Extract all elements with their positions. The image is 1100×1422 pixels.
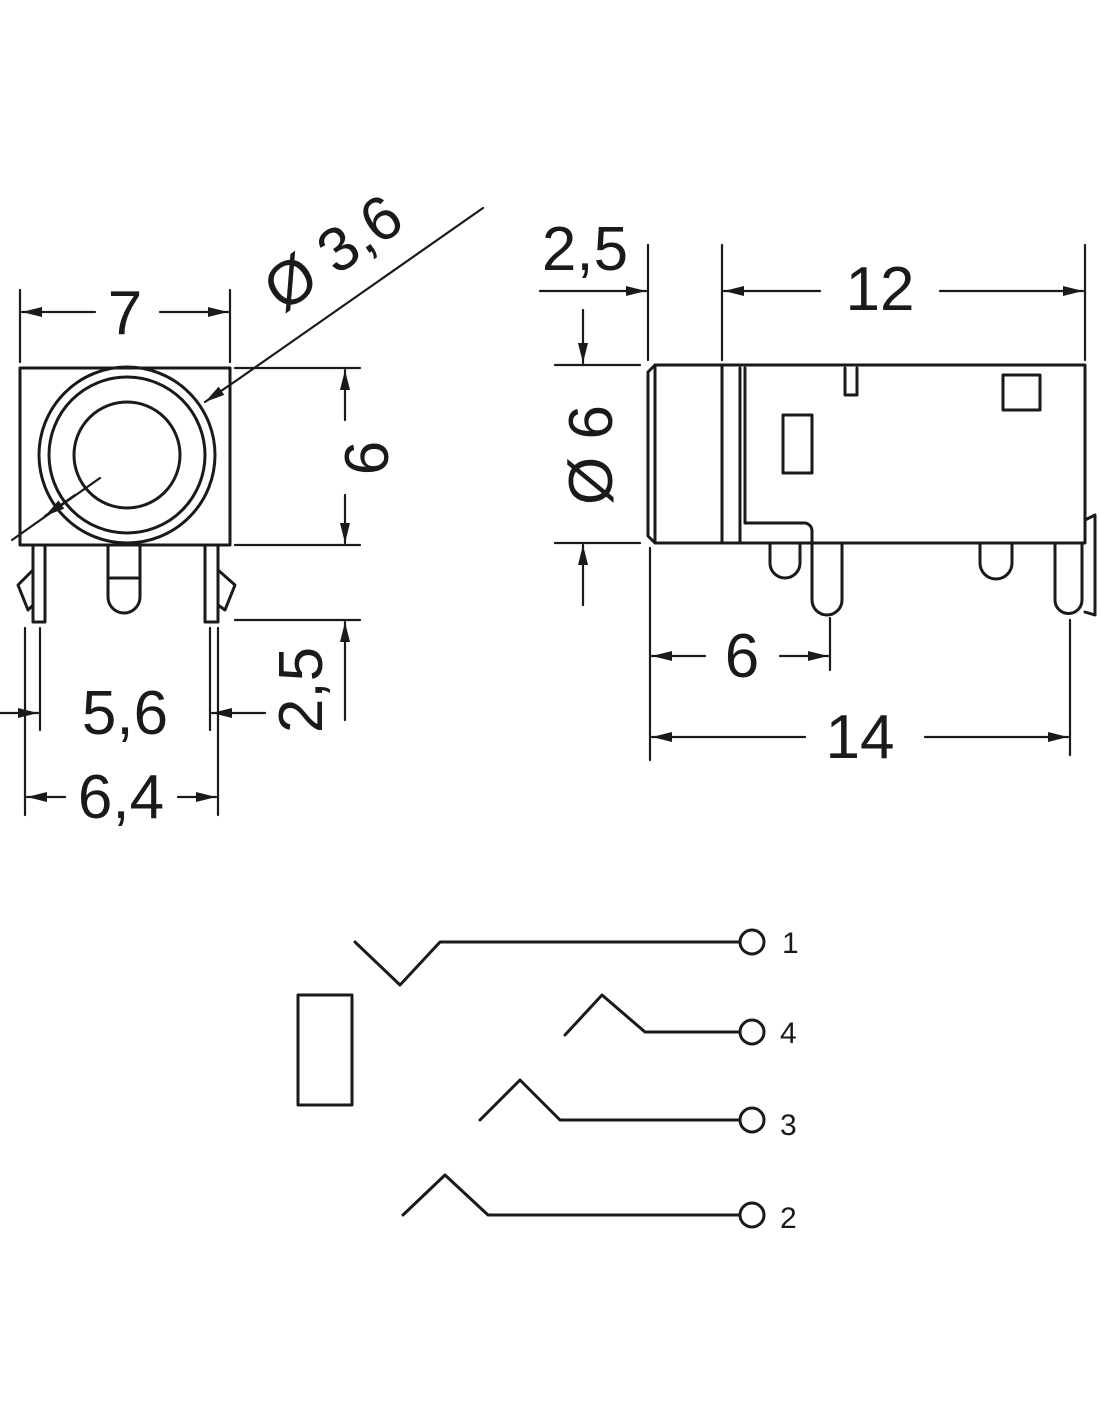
dim-collar: 2,5 [542,215,628,284]
dim-bore: Ø 3,6 [251,181,415,324]
dim-total-length: 14 [826,703,895,772]
side-pin-d [1053,541,1084,615]
pin-label: 3 [780,1109,797,1142]
terminal-icon [738,1106,766,1134]
front-left-pin [16,543,47,624]
dim-body-length: 12 [846,255,915,324]
side-pin-b [810,541,844,617]
plug-symbol [296,993,354,1107]
dim-pin-length: 2,5 [267,647,336,733]
side-rect-window [781,413,814,475]
schematic: 1 4 3 2 [296,927,799,1235]
dim-pin-inner-span: 5,6 [82,679,168,748]
front-bore [72,400,182,510]
front-right-pin [203,543,237,624]
terminal-icon [738,928,766,956]
side-top-tab [843,366,859,397]
dim-diameter: Ø 6 [557,405,626,505]
side-square-window [1001,373,1042,412]
side-body-outline [646,363,1087,545]
side-pin-a [768,541,802,580]
contact-3: 3 [478,1078,797,1142]
dim-pin-offset: 6 [725,622,759,691]
pin-label: 2 [780,1202,797,1235]
dim-width: 7 [108,279,142,348]
contact-1: 1 [353,927,799,987]
dim-pin-outer-span: 6,4 [78,763,164,832]
terminal-icon [738,1201,766,1229]
side-rear-lug [1083,513,1097,617]
contact-2: 2 [401,1173,797,1235]
pin-label: 1 [782,927,799,960]
side-pin-c [978,541,1014,581]
pin-label: 4 [780,1017,797,1050]
terminal-icon [738,1018,766,1046]
front-body-outline [18,366,232,547]
front-collar-inner [47,375,207,535]
contact-4: 4 [563,993,797,1050]
front-middle-pin [106,543,142,615]
dim-height: 6 [333,441,402,475]
front-collar-outer [37,365,217,545]
side-view: 2,5 12 Ø 6 6 14 [538,215,1097,772]
front-view: 7 Ø 3,6 6 2,5 5,6 6,4 [0,181,485,832]
